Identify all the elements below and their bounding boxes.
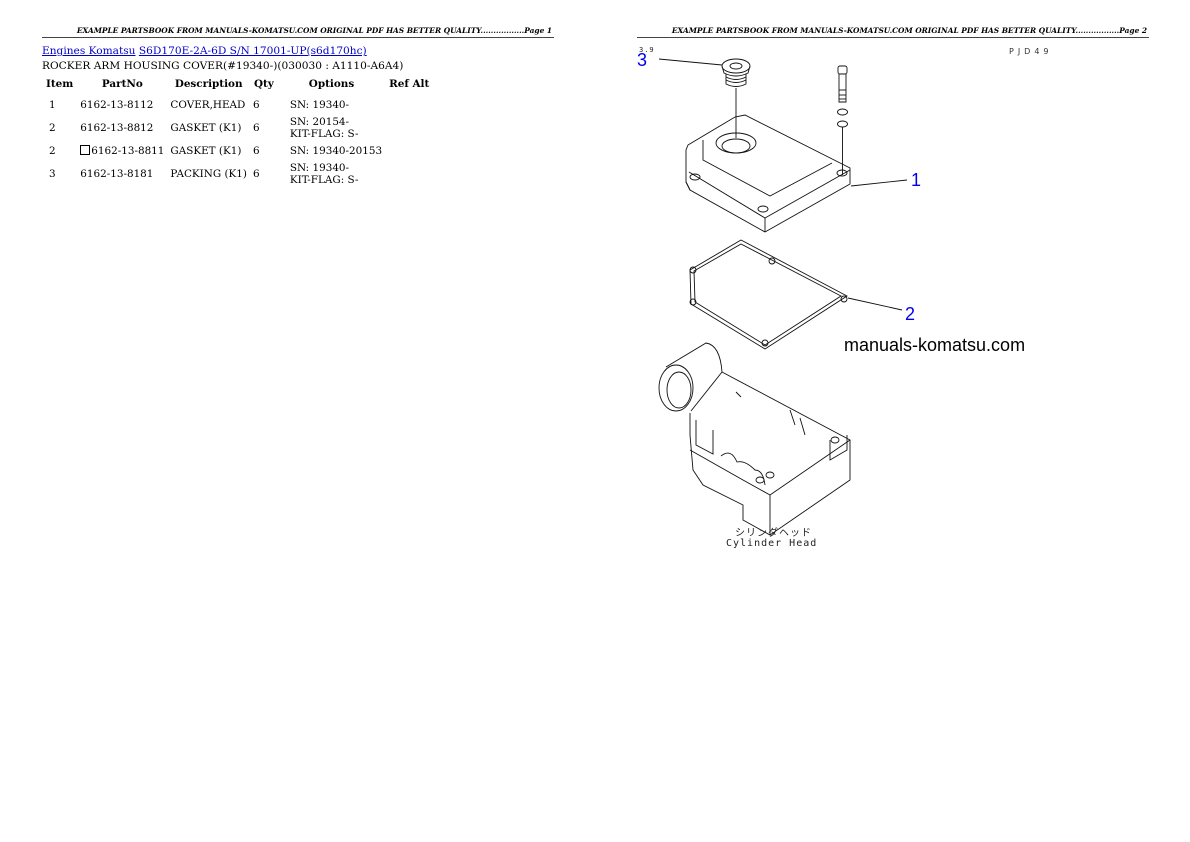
cell-options: SN: 20154-KIT-FLAG: S- (278, 116, 385, 140)
breadcrumb: Engines Komatsu S6D170E-2A-6D S/N 17001-… (42, 45, 367, 57)
callout-3: 3 (637, 50, 648, 70)
caption-japanese: シリンダヘッド (735, 528, 812, 539)
cylinder-head (658, 342, 851, 536)
callout-1: 1 (911, 170, 922, 190)
breadcrumb-link-engines[interactable]: Engines Komatsu (42, 45, 136, 57)
col-header-partno: PartNo (101, 78, 143, 90)
checkbox[interactable] (80, 145, 91, 156)
cell-options: SN: 19340-KIT-FLAG: S- (278, 162, 385, 186)
head-cover-part-1 (685, 114, 851, 233)
cell-description: PACKING (K1) (170, 167, 247, 180)
cell-description: COVER,HEAD (170, 98, 246, 111)
table-row: 3 6162-13-8181 PACKING (K1) 6 SN: 19340-… (42, 162, 433, 186)
col-header-description: Description (174, 78, 243, 90)
table-row: 1 6162-13-8112 COVER,HEAD 6 SN: 19340- (42, 94, 433, 117)
options-line: KIT-FLAG: S- (289, 127, 359, 140)
bolt-and-washers (837, 65, 848, 175)
cell-description: GASKET (K1) (170, 144, 242, 157)
drawing-code: PJD49 (1009, 47, 1053, 56)
plug-part-3 (721, 58, 751, 138)
cell-partno: 6162-13-8812 (80, 121, 154, 134)
header-divider (42, 37, 554, 38)
page-1: EXAMPLE PARTSBOOK FROM MANUALS-KOMATSU.C… (42, 26, 554, 186)
page-header: EXAMPLE PARTSBOOK FROM MANUALS-KOMATSU.C… (671, 26, 1147, 35)
small-ref-label: 3.9 (639, 46, 655, 54)
col-header-options: Options (308, 78, 355, 90)
cell-item: 2 (49, 121, 56, 134)
section-title: ROCKER ARM HOUSING COVER(#19340-)(030030… (42, 60, 404, 72)
header-divider (637, 37, 1149, 38)
callout-2: 2 (905, 304, 916, 324)
breadcrumb-link-model[interactable]: S6D170E-2A-6D S/N 17001-UP(s6d170hc) (138, 45, 367, 57)
watermark-text: manuals-komatsu.com (844, 335, 1026, 355)
parts-table: Item PartNo Description Qty Options Ref … (42, 77, 433, 186)
page-header: EXAMPLE PARTSBOOK FROM MANUALS-KOMATSU.C… (76, 26, 552, 35)
col-header-ref-alt: Ref Alt (389, 78, 430, 90)
options-line: KIT-FLAG: S- (289, 173, 359, 186)
options-line: SN: 19340- (289, 98, 350, 111)
col-header-qty: Qty (253, 78, 274, 90)
cell-description: GASKET (K1) (170, 121, 242, 134)
partno-text: 6162-13-8811 (91, 145, 165, 158)
cell-qty: 6 (252, 167, 260, 180)
cell-partno: 6162-13-8811 (77, 140, 167, 163)
options-line: SN: 20154- (289, 116, 350, 128)
cell-item: 1 (49, 98, 56, 111)
cell-ref-alt (385, 140, 433, 163)
cell-options: SN: 19340-20153 (278, 140, 385, 163)
cell-item: 2 (49, 144, 56, 157)
gasket-part-2 (689, 239, 848, 350)
page-2: EXAMPLE PARTSBOOK FROM MANUALS-KOMATSU.C… (595, 0, 1190, 842)
cell-ref-alt (385, 163, 433, 186)
cell-qty: 6 (252, 121, 260, 134)
cell-options: SN: 19340- (278, 94, 385, 117)
cell-partno: 6162-13-8112 (80, 98, 154, 111)
cell-qty: 6 (252, 98, 260, 111)
table-header-row: Item PartNo Description Qty Options Ref … (42, 77, 433, 94)
cell-ref-alt (385, 94, 433, 117)
exploded-parts-diagram (658, 58, 908, 536)
options-line: SN: 19340-20153 (289, 144, 383, 157)
col-header-item: Item (46, 78, 74, 90)
options-line: SN: 19340- (289, 162, 350, 174)
cell-qty: 6 (252, 144, 260, 157)
table-row: 2 6162-13-8812 GASKET (K1) 6 SN: 20154-K… (42, 116, 433, 140)
cell-item: 3 (49, 167, 56, 180)
cell-partno: 6162-13-8181 (80, 167, 154, 180)
table-row: 2 6162-13-8811 GASKET (K1) 6 SN: 19340-2… (42, 140, 433, 163)
caption-english: Cylinder Head (726, 538, 818, 549)
cell-ref-alt (385, 117, 433, 140)
